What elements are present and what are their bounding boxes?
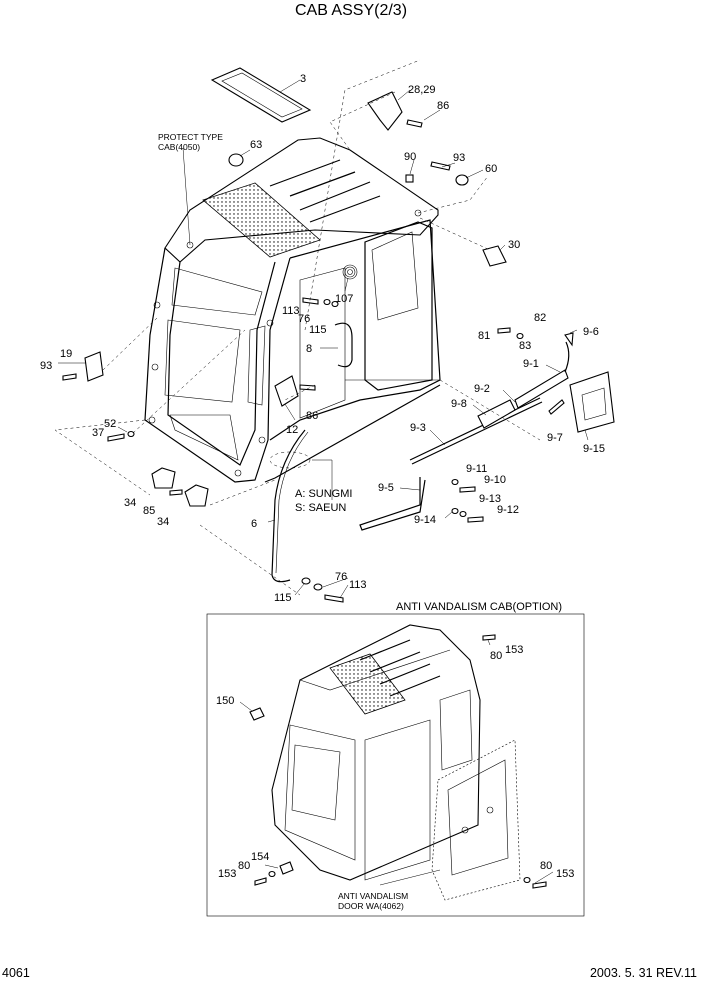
callout-label: 80: [490, 650, 502, 662]
callout-label: 85: [143, 505, 155, 517]
anti-vandalism-cab-note: ANTI VANDALISM CAB(OPTION): [396, 601, 562, 613]
callout-label: 60: [485, 163, 497, 175]
leader-lines: [54, 59, 589, 599]
callout-label: 154: [251, 851, 269, 863]
callout-label: 9-12: [497, 504, 519, 516]
callout-label: 9-15: [583, 443, 605, 455]
callout-label: 9-14: [414, 514, 436, 526]
callout-label: 80: [540, 860, 552, 872]
callout-label: 83: [519, 340, 531, 352]
callout-label: 115: [309, 324, 327, 336]
callout-label: 37: [92, 427, 104, 439]
callout-label: 81: [478, 330, 490, 342]
callout-label: 9-6: [583, 326, 599, 338]
page-title: CAB ASSY(2/3): [295, 2, 407, 19]
anti-vandalism-door-note-line2: DOOR WA(4062): [338, 901, 404, 911]
callout-label: 153: [556, 868, 574, 880]
callout-label: 80: [238, 860, 250, 872]
supplier-note-s: S: SAEUN: [295, 502, 346, 514]
callout-label: 34: [157, 516, 169, 528]
callout-label: 3: [300, 73, 306, 85]
option-roof-mesh: [329, 653, 406, 715]
callout-label: 153: [505, 644, 523, 656]
callout-label: 9-7: [547, 432, 563, 444]
callout-label: 9-8: [451, 398, 467, 410]
callout-label: 19: [60, 348, 72, 360]
callout-label: 76: [335, 571, 347, 583]
callout-label: 90: [404, 151, 416, 163]
callout-label: 28,29: [408, 84, 436, 96]
door-lever-assembly: [359, 327, 615, 531]
callout-label: 9-11: [466, 463, 487, 475]
callout-label: 86: [437, 100, 449, 112]
callout-label: 107: [335, 293, 353, 305]
callout-label: 153: [218, 868, 236, 880]
loose-parts: [62, 67, 507, 603]
callout-label: 115: [274, 592, 292, 604]
page-number: 4061: [2, 966, 30, 980]
callout-label: 113: [349, 579, 367, 591]
callout-label: 9-13: [479, 493, 501, 505]
callout-label: 8: [306, 343, 312, 355]
roof-glass-part: [210, 67, 312, 123]
callout-label: 93: [453, 152, 465, 164]
callout-label: 82: [534, 312, 546, 324]
callout-label: 9-5: [378, 482, 394, 494]
protect-type-note-line1: PROTECT TYPE: [158, 132, 223, 142]
protect-type-note-line2: CAB(4050): [158, 142, 200, 152]
callout-label: 6: [251, 518, 257, 530]
anti-vandalism-door: [431, 739, 521, 901]
callout-label: 9-1: [523, 358, 539, 370]
callout-label: 150: [216, 695, 234, 707]
callout-label: 63: [250, 139, 262, 151]
callout-label: 9-10: [484, 474, 506, 486]
callout-label: 9-3: [410, 422, 426, 434]
anti-vandalism-option-box: [206, 613, 585, 917]
callout-label: 93: [40, 360, 52, 372]
callout-label: 12: [286, 424, 298, 436]
callout-label: 86: [306, 410, 318, 422]
callout-label: 34: [124, 497, 136, 509]
cab-frame: [144, 137, 441, 483]
callout-label: 113: [282, 305, 300, 317]
callout-labels: 3 28,29 86 63 90 93 60 30 107 113 76 115…: [40, 73, 605, 880]
callout-label: 52: [104, 418, 116, 430]
callout-label: 9-2: [474, 383, 490, 395]
callout-label: 30: [508, 239, 520, 251]
supplier-note-a: A: SUNGMI: [295, 488, 352, 500]
callout-label: 76: [298, 313, 310, 325]
revision-date: 2003. 5. 31 REV.11: [590, 966, 697, 980]
anti-vandalism-door-note-line1: ANTI VANDALISM: [338, 891, 408, 901]
